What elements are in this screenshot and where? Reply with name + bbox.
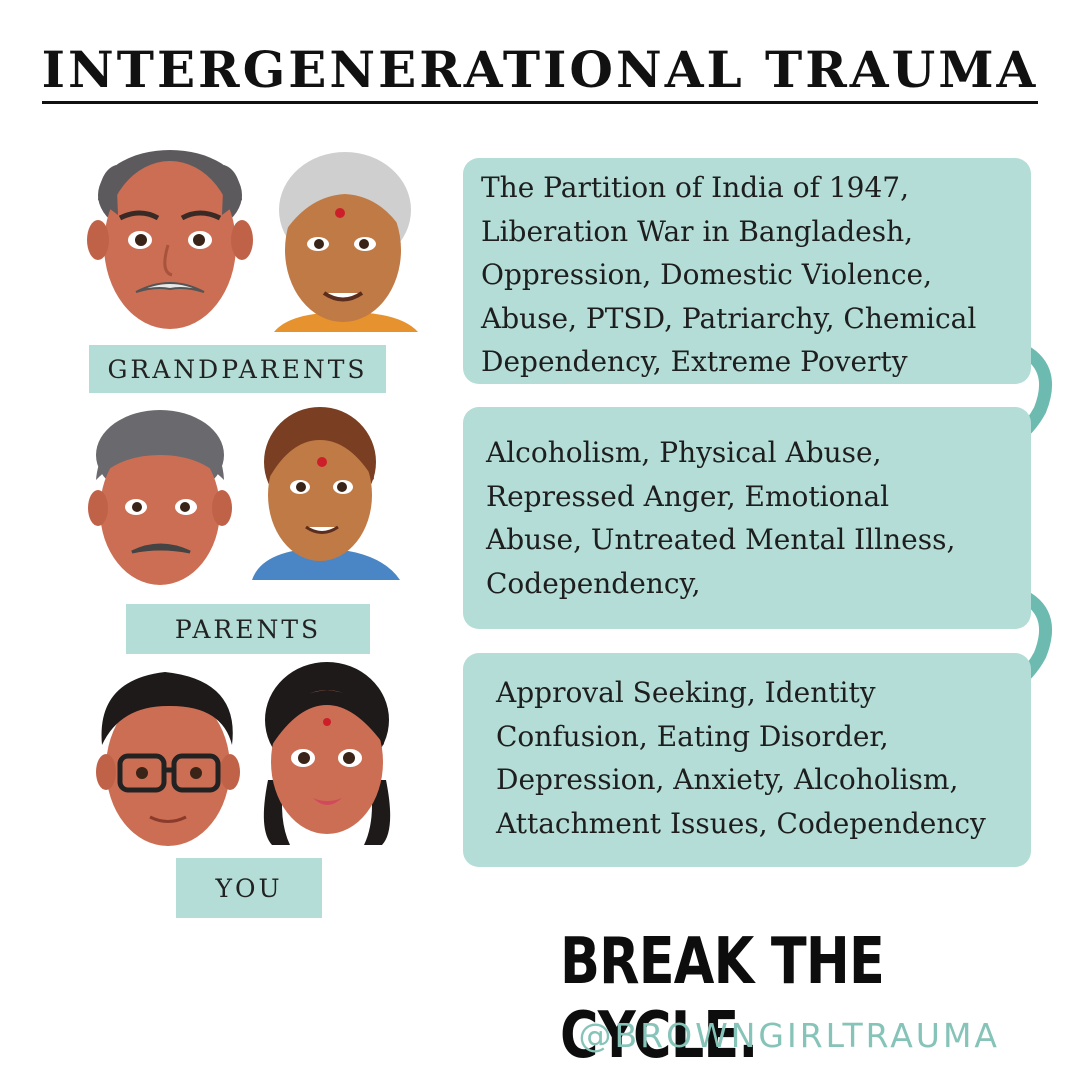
- trauma-line: Confusion, Eating Disorder,: [496, 719, 889, 753]
- trauma-line: Codependency,: [486, 566, 701, 600]
- instagram-handle: @BROWNGIRLTRAUMA: [578, 1016, 1000, 1055]
- girl-face-icon: [263, 662, 391, 845]
- page-title: INTERGENERATIONAL TRAUMA: [0, 40, 1080, 104]
- grandfather-face-icon: [87, 150, 253, 329]
- trauma-line: Abuse, PTSD, Patriarchy, Chemical: [481, 301, 977, 335]
- mother-face-icon: [252, 407, 400, 580]
- trauma-box-grandparents: The Partition of India of 1947, Liberati…: [463, 158, 1031, 384]
- label-you: YOU: [176, 858, 322, 918]
- label-grandparents-text: GRANDPARENTS: [107, 354, 368, 384]
- trauma-line: The Partition of India of 1947,: [481, 171, 910, 204]
- page-title-text: INTERGENERATIONAL TRAUMA: [41, 40, 1039, 104]
- grandmother-face-icon: [274, 152, 418, 332]
- trauma-line: Abuse, Untreated Mental Illness,: [486, 523, 956, 556]
- trauma-line: Approval Seeking, Identity: [496, 676, 876, 709]
- trauma-box-you: Approval Seeking, Identity Confusion, Ea…: [463, 653, 1031, 867]
- trauma-line: Attachment Issues, Codependency: [496, 806, 986, 840]
- boy-face-icon: [96, 672, 240, 846]
- trauma-box-parents: Alcoholism, Physical Abuse, Repressed An…: [463, 407, 1031, 629]
- label-parents-text: PARENTS: [174, 614, 322, 644]
- label-grandparents: GRANDPARENTS: [89, 345, 386, 393]
- trauma-line: Depression, Anxiety, Alcoholism,: [496, 763, 959, 796]
- label-you-text: YOU: [215, 873, 283, 903]
- label-parents: PARENTS: [126, 604, 370, 654]
- trauma-line: Alcoholism, Physical Abuse,: [486, 436, 882, 469]
- trauma-line: Repressed Anger, Emotional: [486, 479, 890, 513]
- trauma-line: Liberation War in Bangladesh,: [481, 214, 914, 248]
- trauma-line: Oppression, Domestic Violence,: [481, 258, 932, 291]
- trauma-line: Dependency, Extreme Poverty: [481, 345, 908, 378]
- father-face-icon: [88, 410, 232, 585]
- break-the-cycle-heading: BREAK THE CYCLE.: [560, 925, 885, 1073]
